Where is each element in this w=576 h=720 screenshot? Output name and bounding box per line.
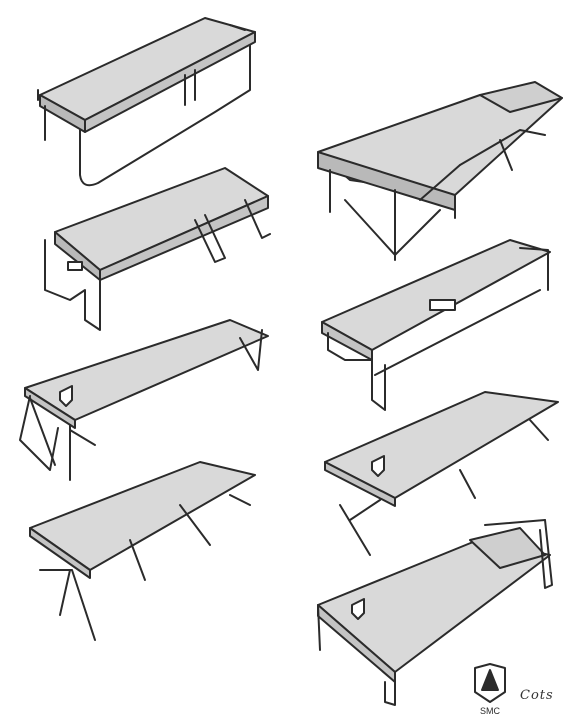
smc-logo-icon (371, 455, 385, 477)
cot-tube-frame (37, 17, 256, 187)
smc-shield-logo: SMC (474, 663, 506, 716)
cot-canvas-splayed (29, 461, 256, 641)
cot-folding-angled (44, 167, 271, 331)
cot-padded-x-frame (317, 81, 563, 261)
smc-logo-icon (59, 385, 73, 407)
cot-stretcher-rails (321, 239, 551, 411)
smc-logo-text: SMC (480, 706, 501, 716)
cot-canvas-logo (19, 319, 269, 481)
signature: Cots (520, 688, 554, 703)
cot-bed-pillow (317, 519, 553, 706)
smc-logo-icon (351, 598, 365, 620)
cot-canvas-x-legs (324, 391, 559, 556)
